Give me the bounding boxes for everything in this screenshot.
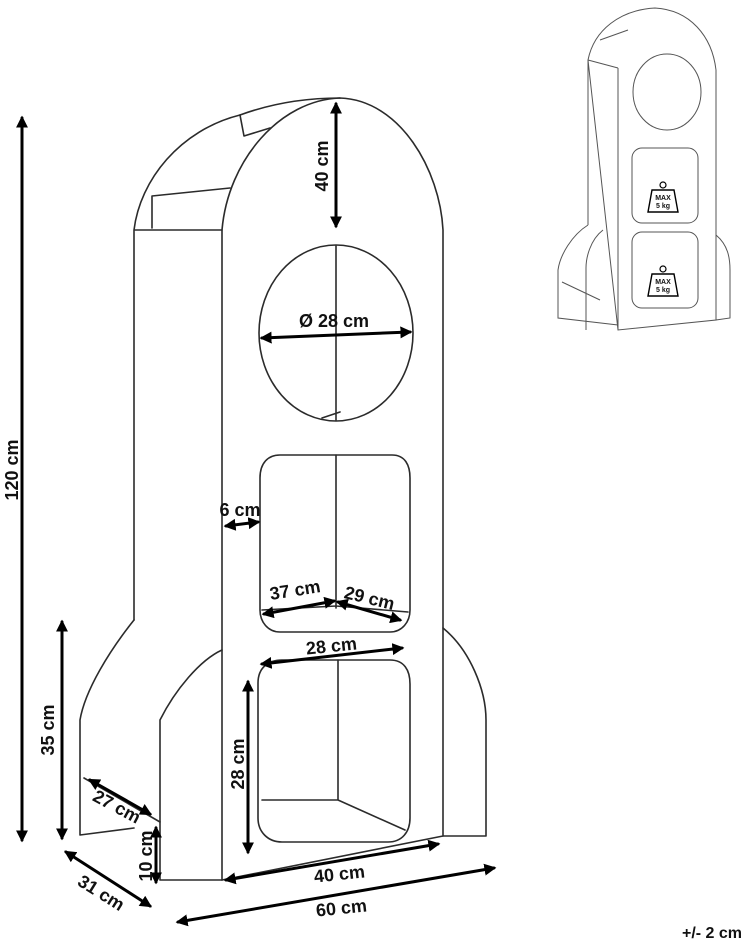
wall-thickness-arrow	[223, 517, 261, 531]
shelf-depth-arrow	[335, 598, 403, 624]
porthole-inner	[321, 245, 341, 421]
fin-depth-label: 27 cm	[90, 786, 144, 828]
lower-opening-inner	[261, 659, 406, 831]
shelf-width-arrow	[261, 596, 337, 619]
upper-opening	[259, 454, 411, 633]
nose-height-label: 40 cm	[312, 140, 332, 191]
inner-shelf-top	[151, 187, 231, 229]
weight-icon-lower: MAX 5 kg	[647, 265, 679, 297]
porthole	[258, 244, 414, 422]
thumbnail-drawing: MAX 5 kg MAX 5 kg	[557, 7, 731, 331]
opening-height-label: 28 cm	[228, 738, 248, 789]
base-depth-label: 31 cm	[74, 871, 128, 915]
thumbnail-porthole	[632, 53, 702, 131]
rocket-shelf-drawing	[79, 97, 487, 881]
overall-width-label: 60 cm	[315, 895, 368, 920]
tolerance-note: +/- 2 cm	[682, 925, 742, 942]
thumbnail-upper-opening	[631, 147, 699, 224]
thumbnail-side	[587, 29, 629, 330]
base-depth-arrow	[63, 850, 153, 908]
side-panel	[133, 114, 241, 881]
weight-max-label-upper: MAX	[655, 195, 671, 202]
weight-max-label-lower: MAX	[655, 279, 671, 286]
left-fin-back	[79, 619, 135, 836]
height-total-label: 120 cm	[2, 439, 22, 500]
fin-height-label: 35 cm	[38, 704, 58, 755]
weight-value-label-upper: 5 kg	[656, 203, 670, 210]
base-height-label: 10 cm	[136, 830, 156, 881]
thumbnail-fins	[557, 224, 731, 330]
opening-width-arrow	[259, 643, 405, 669]
dimension-lines	[15, 101, 497, 927]
thumbnail-body	[587, 7, 717, 331]
lower-opening	[257, 659, 411, 843]
weight-icon-upper: MAX 5 kg	[647, 181, 679, 213]
weight-value-label-lower: 5 kg	[656, 287, 670, 294]
right-fin	[442, 627, 487, 837]
porthole-diameter-arrow	[259, 326, 413, 344]
shelf-width-label: 37 cm	[268, 576, 322, 604]
nose-top-slot	[239, 114, 271, 137]
thumbnail-lower-opening	[631, 231, 699, 309]
overall-width-arrow	[175, 863, 497, 927]
body-width-label: 40 cm	[313, 861, 366, 886]
left-fin-front	[159, 649, 223, 881]
porthole-diameter-label: Ø 28 cm	[299, 311, 369, 331]
fin-depth-arrow	[87, 778, 153, 816]
wall-thickness-label: 6 cm	[219, 500, 260, 520]
nose-cap	[239, 97, 341, 116]
